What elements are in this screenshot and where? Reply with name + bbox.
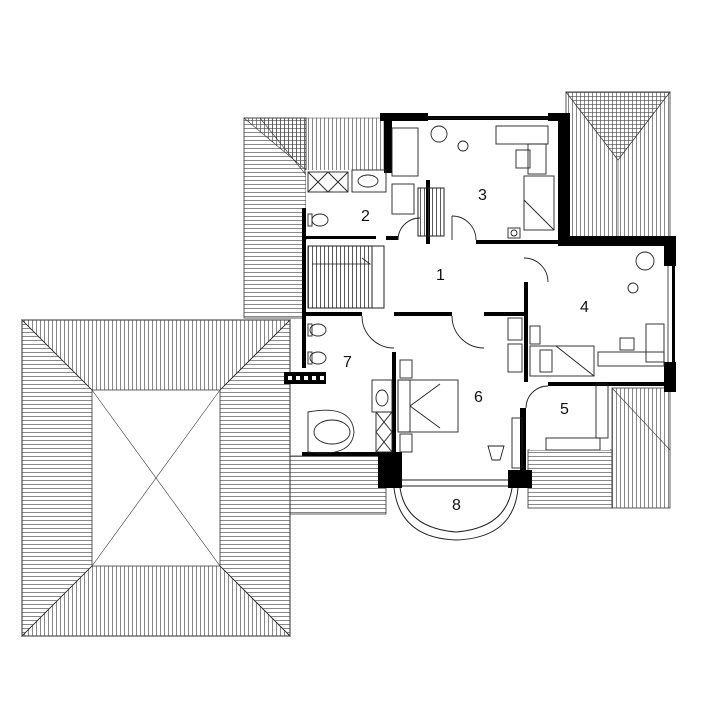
windows bbox=[430, 117, 669, 362]
room-5-number: 5 bbox=[560, 401, 569, 418]
room-3-furniture bbox=[430, 125, 555, 239]
room-1-number: 1 bbox=[436, 267, 445, 284]
room-7-number: 7 bbox=[343, 354, 352, 371]
room-8-number: 8 bbox=[452, 497, 461, 514]
staircase bbox=[307, 187, 445, 309]
bedroom-6-furniture bbox=[397, 343, 523, 469]
roof-lower-left bbox=[21, 319, 291, 637]
roof-upper-left bbox=[243, 117, 385, 319]
room-2-number: 2 bbox=[361, 208, 370, 225]
interior-floor bbox=[306, 118, 672, 476]
wardrobe-5 bbox=[545, 383, 609, 451]
bathroom-7-fixtures bbox=[307, 323, 393, 454]
roof-upper-right bbox=[565, 91, 671, 239]
balcony-8 bbox=[393, 479, 519, 541]
room-4-furniture bbox=[507, 251, 665, 377]
room-6-number: 6 bbox=[474, 389, 483, 406]
room-3-number: 3 bbox=[478, 187, 487, 204]
roof-lower-middle bbox=[289, 455, 387, 515]
heater-block bbox=[284, 372, 326, 384]
doors bbox=[361, 215, 549, 409]
roof-lower-right bbox=[527, 387, 671, 509]
room-4-number: 4 bbox=[580, 299, 589, 316]
bathroom-2-fixtures bbox=[307, 127, 419, 227]
